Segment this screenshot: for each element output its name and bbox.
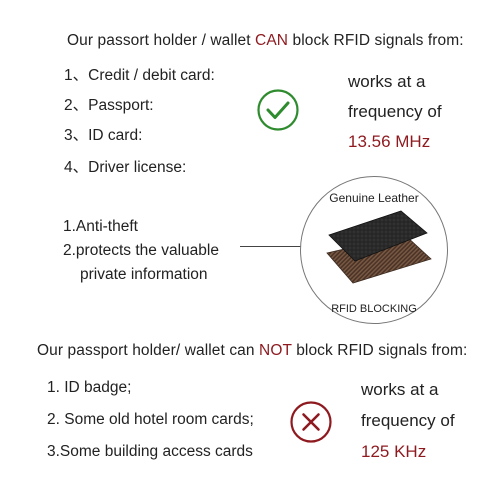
cannot-header: Our passport holder/ wallet can NOT bloc… — [37, 342, 467, 360]
cannot-item-3: 3.Some building access cards — [47, 443, 253, 460]
can-header-suffix: block RFID signals from: — [288, 32, 464, 49]
connector-line — [240, 246, 304, 247]
cannot-item-1: 1. ID badge; — [47, 379, 132, 396]
can-item-1: 1、Credit / debit card: — [64, 67, 215, 84]
cannot-freq-line2: frequency of — [361, 411, 455, 430]
can-item-3: 3、ID card: — [64, 127, 143, 144]
check-circle-icon — [256, 88, 300, 132]
can-header-highlight: CAN — [255, 32, 289, 49]
cross-circle-icon — [289, 400, 333, 444]
badge-bottom-label: RFID BLOCKING — [331, 303, 417, 315]
benefit-item-1: 1.Anti-theft — [63, 218, 138, 235]
rfid-badge: Genuine Leather RFID BLOCKING — [300, 176, 448, 324]
cannot-header-highlight: NOT — [259, 342, 292, 359]
can-freq-line2: frequency of — [348, 102, 442, 121]
can-freq-line1: works at a — [348, 72, 426, 91]
cannot-item-2: 2. Some old hotel room cards; — [47, 411, 254, 428]
can-item-4: 4、Driver license: — [64, 159, 187, 176]
cannot-freq-line1: works at a — [361, 380, 439, 399]
can-freq-value: 13.56 MHz — [348, 132, 431, 151]
can-item-2: 2、Passport: — [64, 97, 154, 114]
leather-layers-icon — [309, 199, 439, 299]
cannot-header-suffix: block RFID signals from: — [291, 342, 468, 359]
cannot-header-prefix: Our passport holder/ wallet can — [37, 342, 260, 359]
can-header: Our passort holder / wallet CAN block RF… — [67, 32, 464, 50]
badge-top-label: Genuine Leather — [329, 191, 419, 205]
benefit-item-3: private information — [80, 266, 208, 283]
cannot-freq-value: 125 KHz — [361, 442, 427, 461]
can-header-prefix: Our passort holder / wallet — [67, 32, 256, 49]
benefit-item-2: 2.protects the valuable — [63, 242, 219, 259]
